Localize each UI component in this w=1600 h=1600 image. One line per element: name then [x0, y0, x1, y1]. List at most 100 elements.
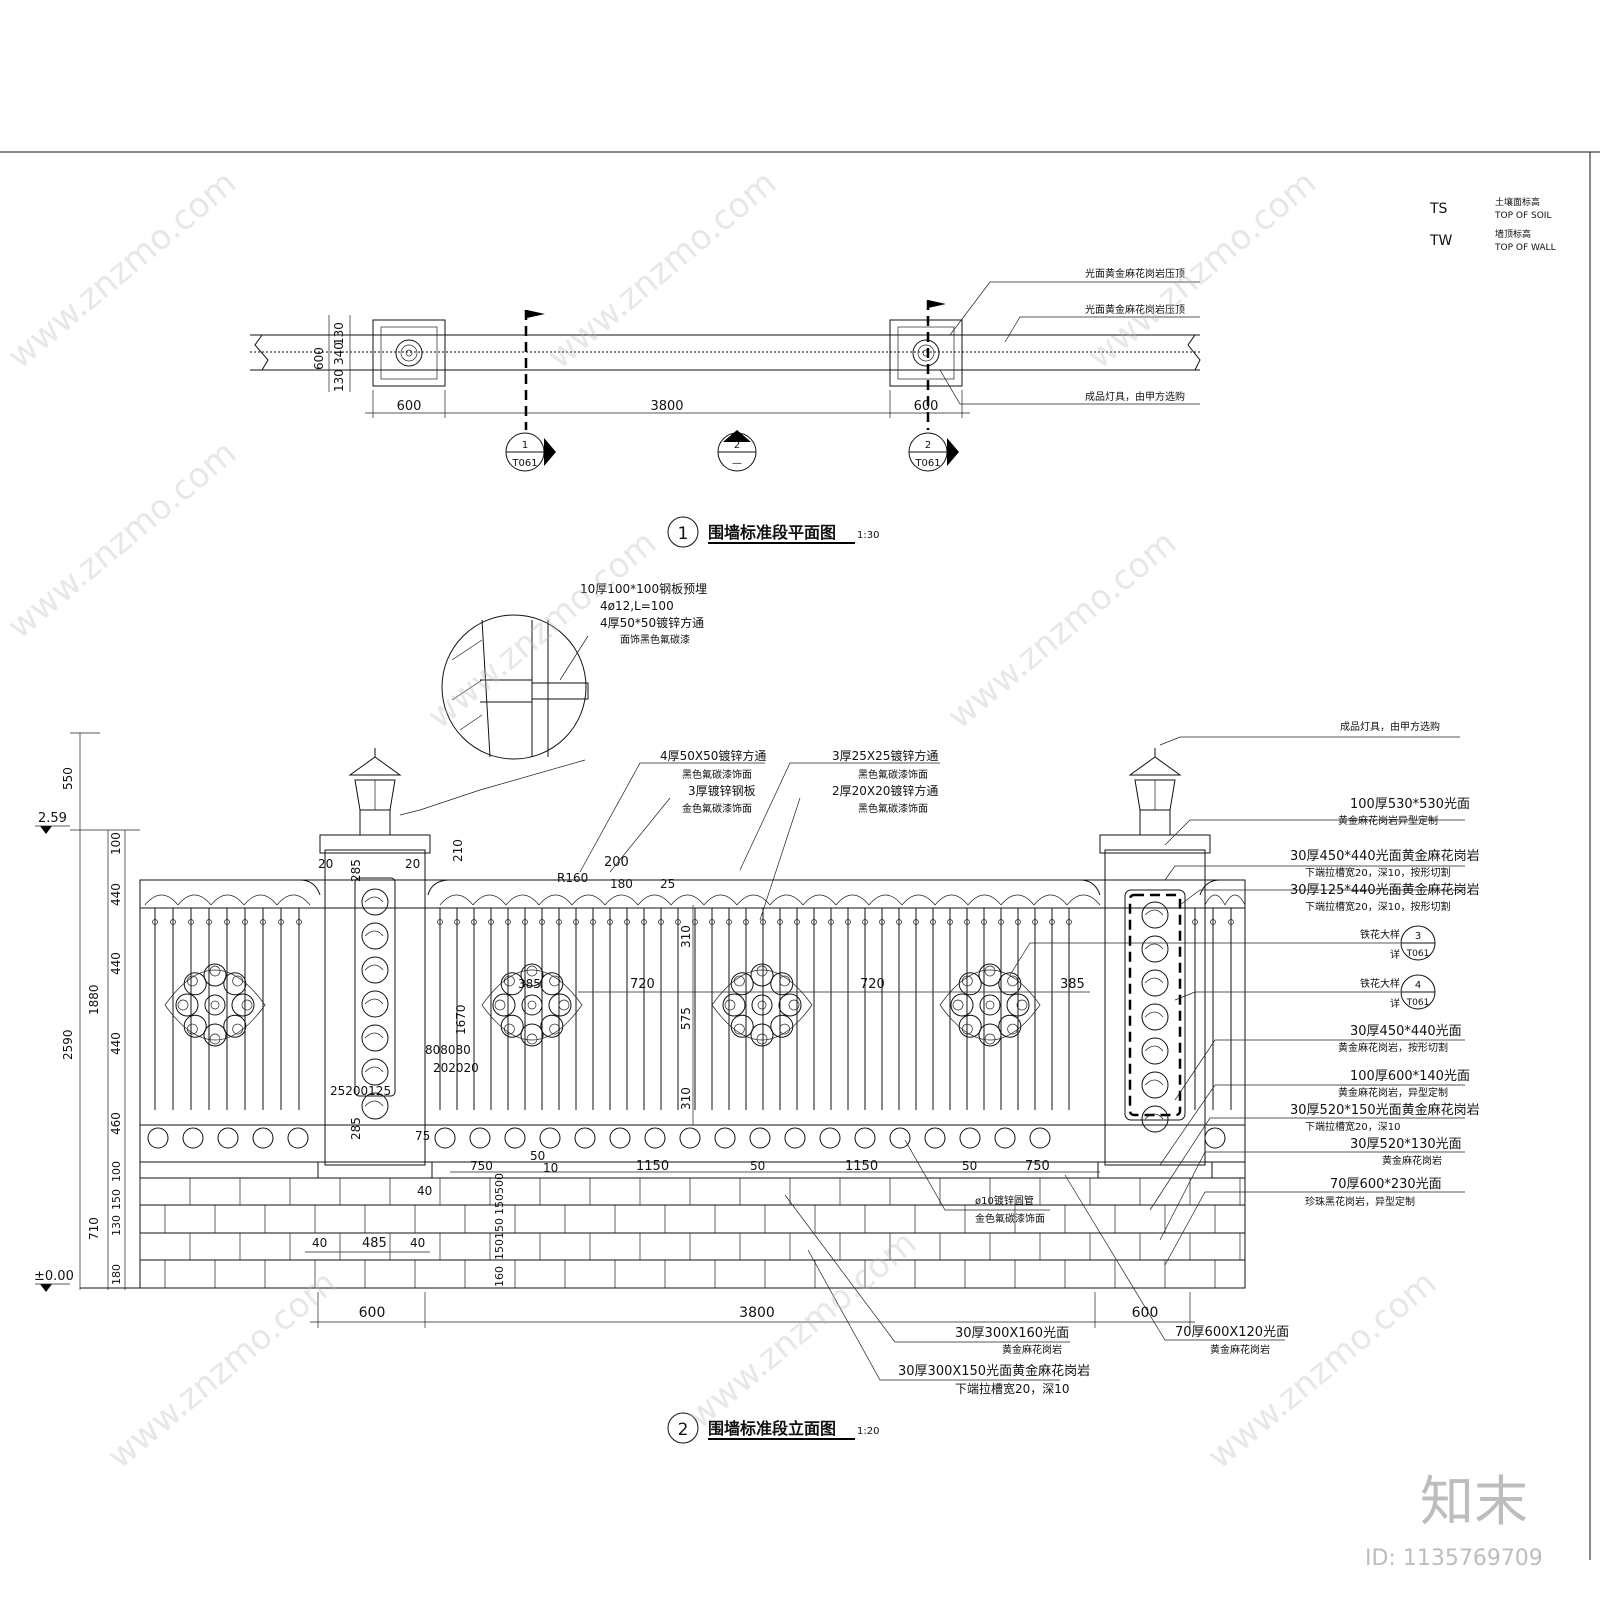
scallop: [472, 894, 507, 906]
svg-text:土壤面标高: 土壤面标高: [1495, 196, 1540, 208]
bar-finial: [296, 919, 302, 925]
svg-text:详: 详: [1390, 997, 1400, 1010]
bar-finial: [573, 919, 579, 925]
svg-text:±0.00: ±0.00: [34, 1269, 74, 1284]
scallop: [604, 894, 639, 906]
bar-finial: [743, 919, 749, 925]
svg-text:440: 440: [109, 952, 123, 975]
fence-bars: [152, 908, 1234, 1110]
scallop: [934, 894, 969, 906]
fence-ring: [252, 1127, 274, 1149]
bar-finial: [862, 919, 868, 925]
bar-finial: [760, 919, 766, 925]
scallop: [901, 894, 936, 906]
svg-text:珍珠黑花岗岩，异型定制: 珍珠黑花岗岩，异型定制: [1305, 1195, 1415, 1208]
svg-text:1:30: 1:30: [857, 530, 879, 541]
svg-text:40: 40: [410, 1236, 425, 1250]
svg-text:围墙标准段立面图: 围墙标准段立面图: [708, 1419, 836, 1438]
fence-ring: [784, 1127, 806, 1149]
fence-ring: [889, 1127, 911, 1149]
bar-finial: [879, 919, 885, 925]
svg-text:黄金麻花岗岩，按形切割: 黄金麻花岗岩，按形切割: [1338, 1041, 1448, 1054]
bar-finial: [828, 919, 834, 925]
scallop: [670, 894, 705, 906]
svg-text:202020: 202020: [433, 1061, 479, 1075]
svg-text:TOP OF WALL: TOP OF WALL: [1494, 243, 1556, 253]
svg-text:385: 385: [1060, 977, 1085, 992]
scallop: [276, 894, 311, 906]
svg-text:100厚600*140光面: 100厚600*140光面: [1350, 1069, 1470, 1084]
bar-finial: [260, 919, 266, 925]
svg-text:1150: 1150: [636, 1159, 669, 1174]
scroll-ring: [361, 990, 389, 1018]
scallop: [736, 894, 771, 906]
pillar-right: [1097, 748, 1213, 1179]
bar-finial: [641, 919, 647, 925]
bar-finial: [896, 919, 902, 925]
bar-finial: [845, 919, 851, 925]
fence-ring: [609, 1127, 631, 1149]
svg-text:1670: 1670: [454, 1004, 468, 1035]
svg-text:30厚300X150光面黄金麻花岗岩: 30厚300X150光面黄金麻花岗岩: [898, 1363, 1090, 1379]
svg-text:160: 160: [493, 1266, 506, 1287]
svg-text:30厚520*150光面黄金麻花岗岩: 30厚520*150光面黄金麻花岗岩: [1290, 1102, 1480, 1118]
svg-text:150150: 150150: [493, 1218, 506, 1260]
svg-text:720: 720: [630, 977, 655, 992]
scallop: [439, 894, 474, 906]
svg-text:50: 50: [750, 1159, 765, 1173]
scallop: [243, 894, 278, 906]
bar-finial: [777, 919, 783, 925]
svg-text:385: 385: [518, 977, 541, 991]
bar-finial: [947, 919, 953, 925]
bar-finial: [556, 919, 562, 925]
scallop: [868, 894, 903, 906]
scroll-ring: [1141, 1003, 1169, 1031]
svg-text:50: 50: [962, 1159, 977, 1173]
svg-text:www.znzmo.com: www.znzmo.com: [1200, 1263, 1444, 1477]
svg-text:440: 440: [109, 1032, 123, 1055]
bar-finial: [607, 919, 613, 925]
base-stone-joints: [139, 1178, 1241, 1288]
svg-text:25200125: 25200125: [330, 1084, 391, 1098]
scallop: [802, 894, 837, 906]
svg-text:1880: 1880: [87, 984, 101, 1015]
svg-text:T061: T061: [914, 458, 940, 469]
svg-text:710: 710: [87, 1217, 101, 1240]
bar-finial: [170, 919, 176, 925]
bar-finial: [692, 919, 698, 925]
bar-finial: [981, 919, 987, 925]
bar-finial: [913, 919, 919, 925]
svg-text:3厚25X25镀锌方通: 3厚25X25镀锌方通: [832, 748, 938, 763]
bar-finial: [1066, 919, 1072, 925]
fence-ring: [1204, 1127, 1226, 1149]
bar-finial: [242, 919, 248, 925]
scroll-curl: [364, 964, 384, 971]
svg-text:3800: 3800: [739, 1305, 775, 1321]
svg-text:40: 40: [312, 1236, 327, 1250]
svg-text:20: 20: [318, 857, 333, 871]
svg-text:150500: 150500: [493, 1173, 506, 1215]
top-scallop-ornament: [144, 894, 1246, 906]
svg-text:285: 285: [349, 1117, 363, 1140]
svg-text:2厚20X20镀锌方通: 2厚20X20镀锌方通: [832, 783, 938, 798]
svg-text:墙顶标高: 墙顶标高: [1495, 228, 1531, 240]
svg-text:1150: 1150: [845, 1159, 878, 1174]
detail-bubble: 10厚100*100钢板预埋 4ø12,L=100 4厚50*50镀锌方通 面饰…: [399, 582, 707, 816]
svg-text:808080: 808080: [425, 1043, 471, 1057]
svg-text:285: 285: [349, 859, 363, 882]
svg-text:ID: 1135769709: ID: 1135769709: [1365, 1546, 1543, 1571]
svg-text:600: 600: [397, 399, 422, 414]
bar-finial: [152, 919, 158, 925]
svg-text:720: 720: [860, 977, 885, 992]
scroll-ring: [361, 1024, 389, 1052]
bar-finial: [206, 919, 212, 925]
svg-text:2590: 2590: [61, 1029, 75, 1060]
bar-finial: [1032, 919, 1038, 925]
fence-ring: [574, 1127, 596, 1149]
svg-text:www.znzmo.com: www.znzmo.com: [680, 1223, 924, 1437]
scroll-ring: [1141, 1071, 1169, 1099]
svg-text:2: 2: [734, 440, 740, 451]
svg-text:黑色氟碳漆饰面: 黑色氟碳漆饰面: [682, 768, 752, 781]
svg-text:下端拉槽宽20，深10: 下端拉槽宽20，深10: [955, 1381, 1070, 1396]
bar-finial: [658, 919, 664, 925]
